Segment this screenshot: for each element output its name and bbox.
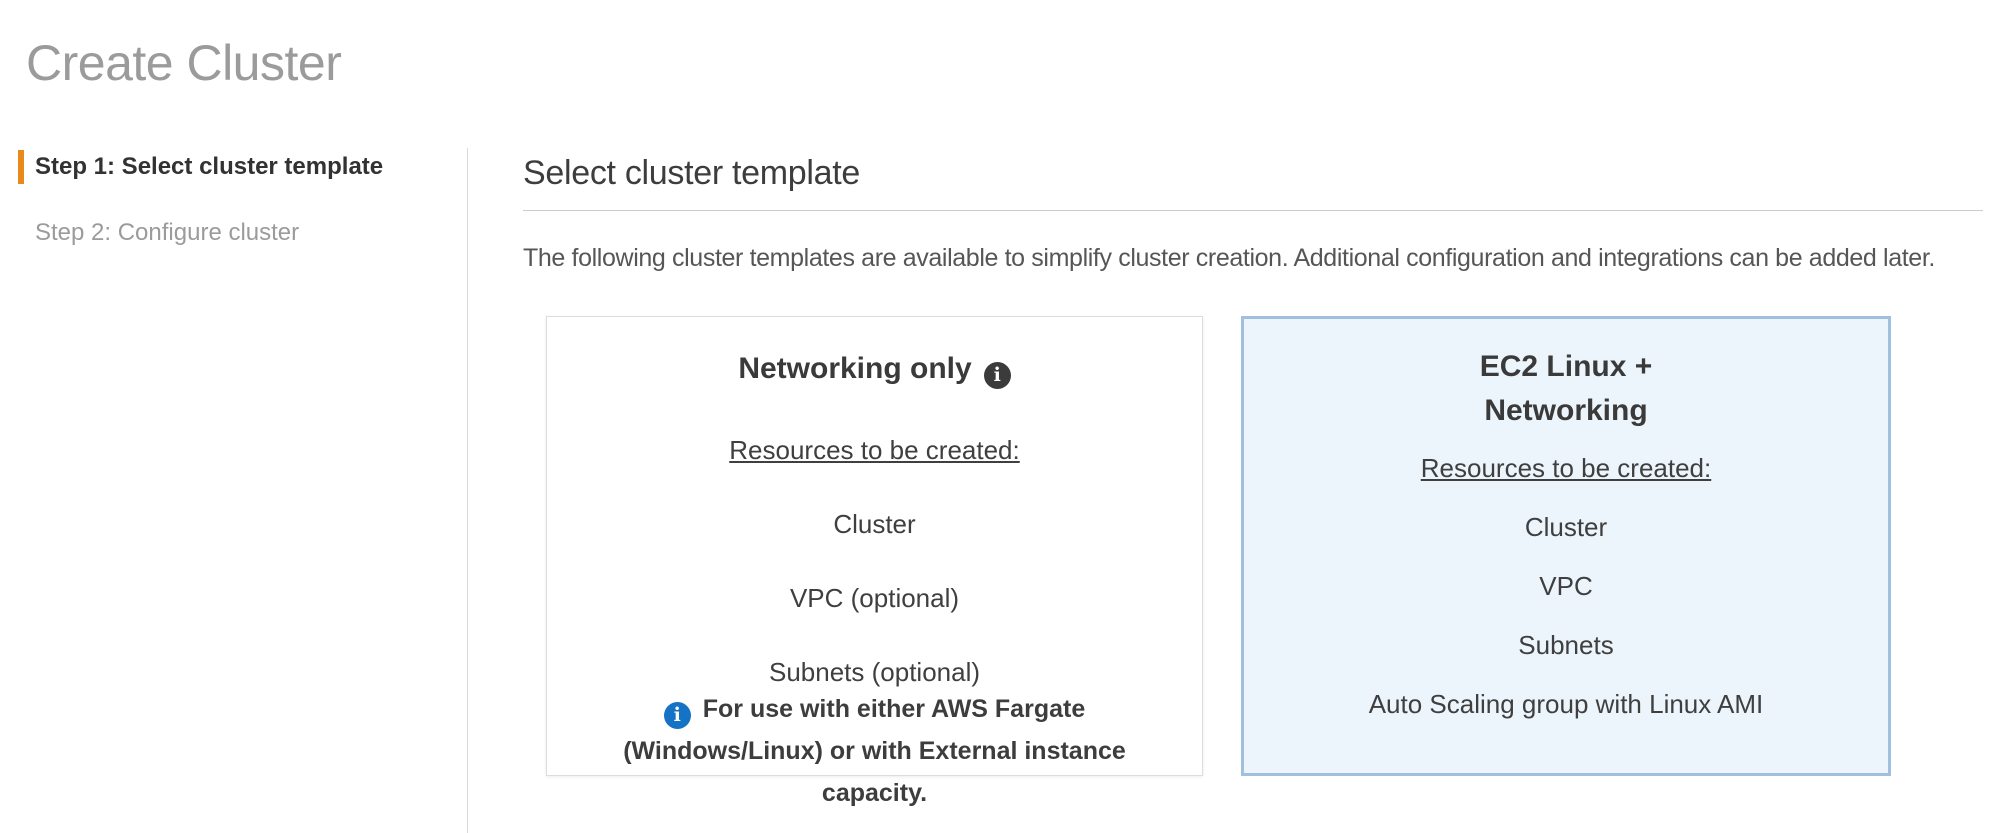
section-divider [523, 210, 1983, 211]
resources-heading: Resources to be created: [729, 435, 1020, 465]
card-title-text: Networking only [738, 352, 972, 385]
sidebar-step-configure-cluster[interactable]: Step 2: Configure cluster [35, 219, 300, 246]
card-title-text: Networking [1484, 394, 1648, 427]
resource-item: Cluster [833, 509, 916, 539]
resource-item: Subnets (optional) [768, 657, 981, 687]
section-description: The following cluster templates are avai… [523, 244, 1935, 272]
card-title-text: EC2 Linux + [1479, 350, 1653, 383]
card-ec2-linux-networking[interactable]: EC2 Linux + Networking Resources to be c… [1241, 316, 1891, 776]
info-icon[interactable]: i [983, 362, 1011, 389]
card-networking-only[interactable]: Networking only i Resources to be created… [546, 316, 1203, 807]
resource-item: VPC [1539, 571, 1593, 601]
section-heading: Select cluster template [523, 154, 861, 192]
resources-heading: Resources to be created: [1420, 453, 1712, 483]
resource-item: Cluster [1524, 512, 1608, 542]
card-note-text: For use with either AWS Fargate (Windows… [623, 695, 1126, 807]
info-icon: i [663, 702, 691, 729]
main-content: Select cluster template The following cl… [468, 148, 1999, 833]
cluster-template-cards: Networking only i Resources to be created… [546, 316, 1983, 807]
card-title: EC2 Linux + Networking [1480, 345, 1653, 433]
page-title: Create Cluster [26, 35, 342, 91]
layout: Step 1: Select cluster template Step 2: … [0, 148, 1999, 833]
resource-item: VPC (optional) [789, 583, 960, 613]
resource-item: Auto Scaling group with Linux AMI [1368, 689, 1764, 719]
wizard-steps-sidebar: Step 1: Select cluster template Step 2: … [0, 148, 468, 833]
sidebar-step-select-cluster-template[interactable]: Step 1: Select cluster template [18, 150, 467, 184]
card-title: Networking only i [738, 347, 1011, 391]
resource-item: Subnets [1518, 630, 1614, 660]
